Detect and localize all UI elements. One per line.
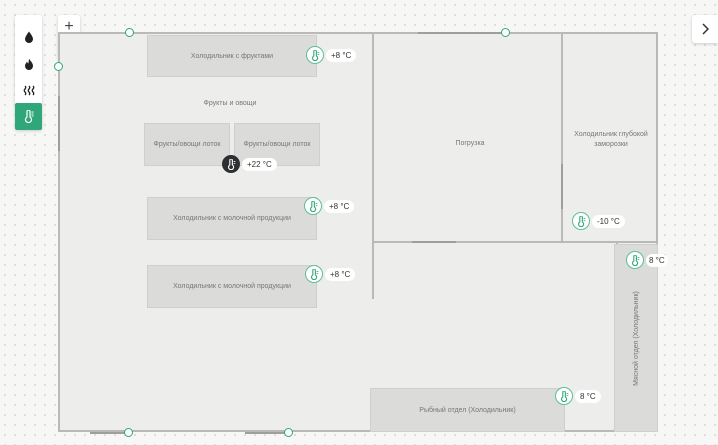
zone-dairy-fridge-1[interactable]: Холодильник с молочной продукции — [147, 197, 317, 240]
sensor-dairy-fridge-1[interactable]: +8 °C — [304, 197, 355, 215]
door-top — [418, 32, 508, 34]
zone-dairy-fridge-2[interactable]: Холодильник с молочной продукции — [147, 265, 317, 308]
water-layer-button[interactable] — [15, 23, 42, 50]
room-label-deep-freeze: Холодильник глубокой заморозки — [574, 131, 648, 148]
sensor-meat-fridge[interactable]: 8 °C — [626, 251, 668, 269]
water-drop-icon — [24, 31, 33, 43]
sensor-temperature-value: +8 °C — [325, 267, 356, 281]
wall-horizontal-partition — [372, 241, 658, 243]
zone-fish-fridge[interactable]: Рыбный отдел (Холодильник) — [370, 388, 565, 432]
sensor-produce-trays[interactable]: +22 °C — [222, 155, 277, 173]
thermometer-icon — [572, 212, 590, 230]
thermometer-icon — [304, 197, 322, 215]
sensor-temperature-value: +8 °C — [326, 48, 357, 62]
sensor-temperature-value: 8 °C — [646, 253, 668, 267]
wall-freezer-partition — [561, 34, 563, 243]
room-label-loading: Погрузка — [455, 140, 485, 147]
floor-anchor-handle[interactable] — [124, 428, 133, 437]
thermometer-icon — [555, 387, 573, 405]
heat-layer-button[interactable] — [15, 77, 42, 104]
door-bottom-left — [90, 432, 130, 434]
zone-meat-label: Мясной отдел (Холодильник) — [632, 290, 640, 386]
sensor-dairy-fridge-2[interactable]: +8 °C — [305, 265, 356, 283]
door-bottom-mid — [245, 432, 290, 434]
thermometer-icon — [222, 155, 240, 173]
zone-fruit-fridge[interactable]: Холодильник с фруктами — [147, 35, 317, 77]
thermometer-icon — [626, 251, 644, 269]
door-loading — [412, 241, 456, 243]
floor-anchor-handle[interactable] — [501, 28, 510, 37]
flame-icon — [24, 58, 33, 70]
layer-toolbar — [15, 15, 42, 130]
room-label-fruits: Фрукты и овощи — [203, 100, 257, 107]
side-panel-toggle-button[interactable] — [692, 15, 718, 43]
sensor-temperature-value: -10 °C — [592, 214, 625, 228]
zoom-in-button[interactable]: + — [64, 17, 74, 35]
sensor-fish-fridge[interactable]: 8 °C — [555, 387, 601, 405]
zone-meat-fridge[interactable]: Мясной отдел (Холодильник) — [614, 244, 658, 432]
door-left — [58, 96, 60, 151]
floor-anchor-handle[interactable] — [54, 62, 63, 71]
zone-produce-tray-1[interactable]: Фрукты/овощи лоток — [144, 123, 230, 166]
sensor-temperature-value: +8 °C — [324, 199, 355, 213]
chevron-right-icon — [702, 23, 709, 35]
heat-waves-icon — [23, 85, 34, 95]
gas-layer-button[interactable] — [15, 50, 42, 77]
temperature-layer-button[interactable] — [15, 103, 42, 130]
thermometer-icon — [306, 46, 324, 64]
thermometer-icon — [305, 265, 323, 283]
wall-left-partition — [372, 34, 374, 299]
floor-plan: Холодильник с фруктами Фрукты/овощи лото… — [58, 32, 658, 434]
thermometer-icon — [24, 110, 33, 123]
sensor-deep-freeze[interactable]: -10 °C — [572, 212, 625, 230]
door-freezer — [561, 164, 563, 209]
floor-anchor-handle[interactable] — [125, 28, 134, 37]
sensor-temperature-value: 8 °C — [575, 389, 601, 403]
floor-anchor-handle[interactable] — [284, 428, 293, 437]
sensor-fruit-fridge[interactable]: +8 °C — [306, 46, 357, 64]
sensor-temperature-value: +22 °C — [242, 157, 277, 171]
